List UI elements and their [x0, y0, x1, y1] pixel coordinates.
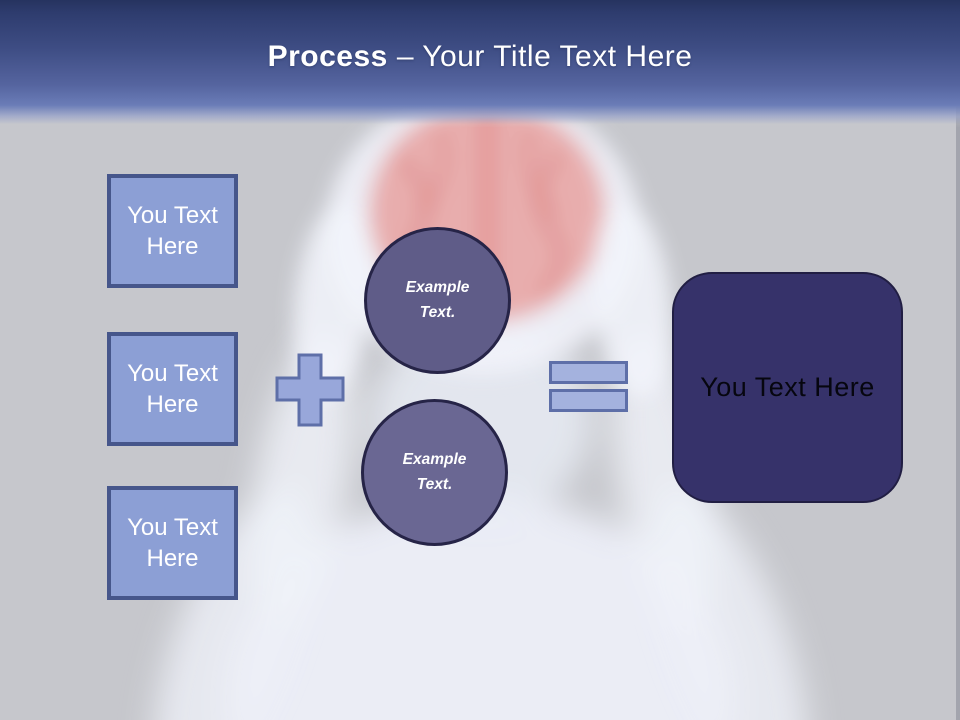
equals-bar-bottom [549, 389, 628, 412]
equals-bar-top [549, 361, 628, 384]
left-box-3-label: You Text Here [127, 513, 218, 572]
equals-icon [549, 361, 628, 412]
result-box[interactable]: You Text Here [672, 272, 903, 503]
process-circle-1[interactable]: Example Text. [364, 227, 511, 374]
process-circle-2[interactable]: Example Text. [361, 399, 508, 546]
title-bold-segment: Process [267, 40, 388, 73]
left-box-2-label: You Text Here [127, 359, 218, 418]
process-circle-1-label: Example Text. [405, 279, 470, 321]
process-circle-2-label: Example Text. [402, 451, 467, 493]
left-box-3[interactable]: You Text Here [107, 486, 238, 600]
left-box-1[interactable]: You Text Here [107, 174, 238, 288]
left-box-1-label: You Text Here [127, 201, 218, 260]
title-rest-segment: – Your Title Text Here [396, 40, 693, 73]
slide-header: Process– Your Title Text Here [0, 0, 960, 128]
page-title[interactable]: Process– Your Title Text Here [268, 40, 693, 74]
plus-icon [275, 352, 345, 433]
result-box-label: You Text Here [700, 372, 875, 402]
right-edge-shade [956, 0, 960, 720]
left-box-2[interactable]: You Text Here [107, 332, 238, 446]
